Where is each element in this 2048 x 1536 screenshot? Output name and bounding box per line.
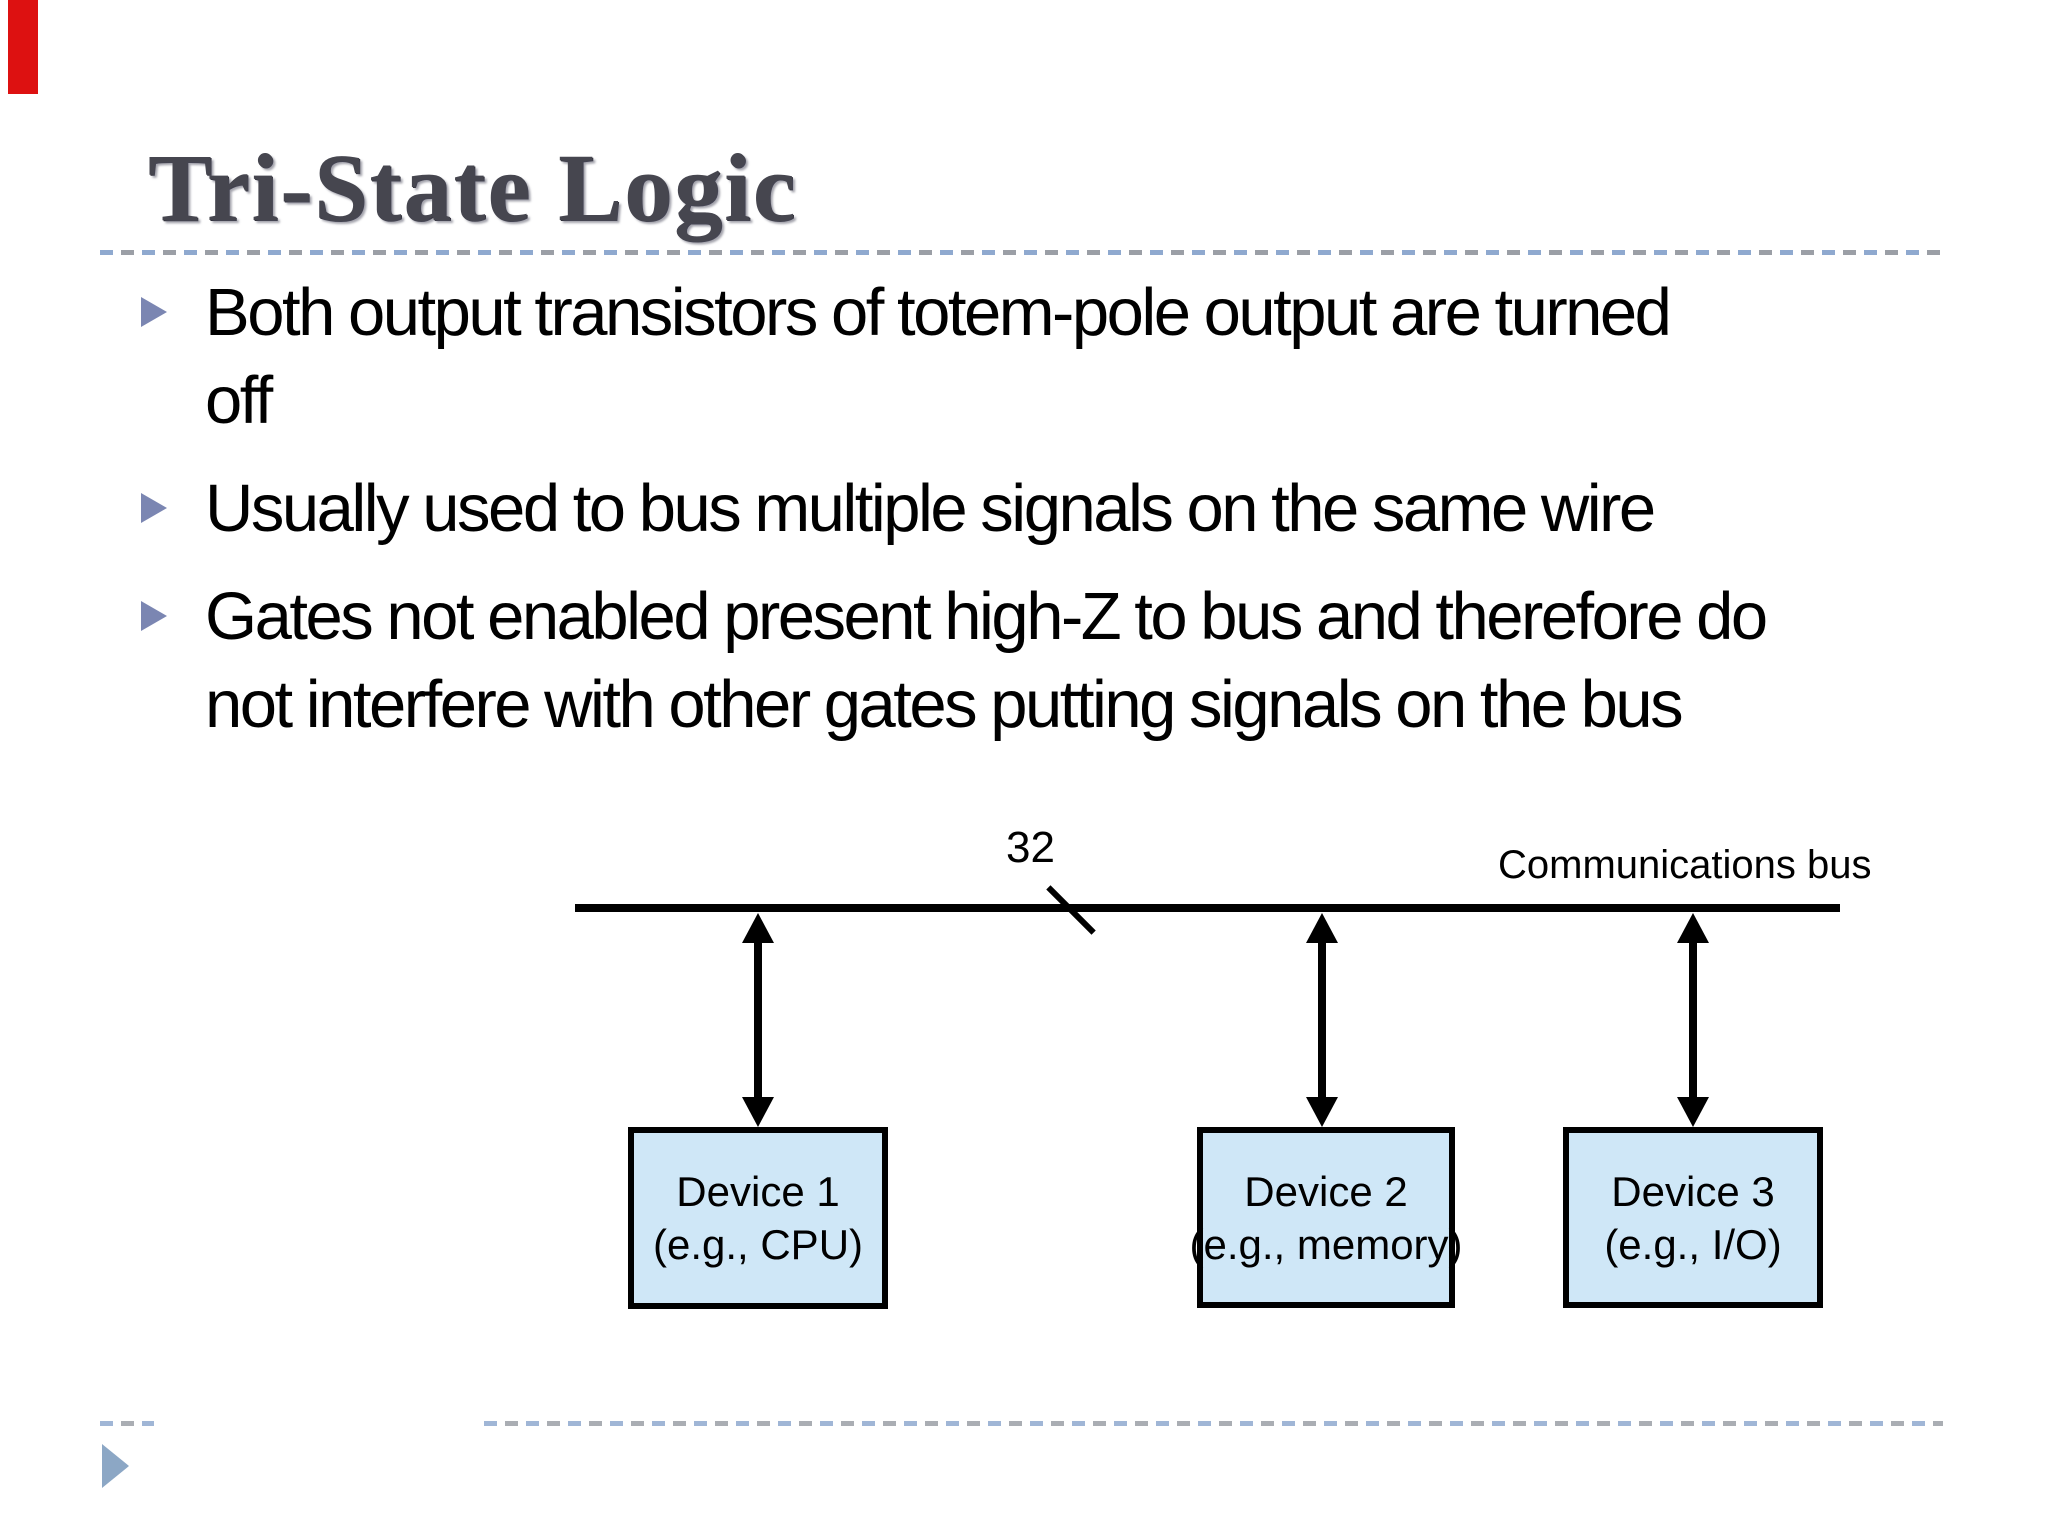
device-box-1: Device 1 (e.g., CPU) [628,1127,888,1309]
device-box-2: Device 2 (e.g., memory) [1189,1127,1463,1308]
device-name: Device 2 [1244,1167,1408,1215]
bullet-text-line: not interfere with other gates putting s… [205,667,1684,742]
bus-width-label: 32 [1006,823,1055,872]
bullet-text-line: Gates not enabled present high-Z to bus … [205,579,1768,654]
arrow-shaft [1689,938,1697,1101]
arrow-down-icon [1677,1097,1709,1127]
arrow-down-icon [742,1097,774,1127]
bullet-text-line: Usually used to bus multiple signals on … [205,471,1656,546]
footer-arrow-icon [102,1444,129,1488]
slide-title: Tri-State Logic [148,134,798,241]
bullet-item-1: Both output transistors of totem-pole ou… [141,269,2005,445]
bullet-item-3: Gates not enabled present high-Z to bus … [141,573,2005,749]
arrow-shaft [1318,938,1326,1101]
title-divider [100,250,1946,255]
arrow-down-icon [1306,1097,1338,1127]
bullet-arrow-icon [141,493,167,523]
device-example: (e.g., CPU) [652,1221,864,1268]
device-example: (e.g., memory) [1189,1220,1463,1268]
bullet-text-line: Both output transistors of totem-pole ou… [205,275,1672,350]
bullet-text-line: off [205,363,273,438]
bullet-item-2: Usually used to bus multiple signals on … [141,465,2005,553]
bullet-arrow-icon [141,297,167,327]
communications-bus-line [575,904,1840,912]
arrow-shaft [754,938,762,1101]
footer-divider-left [100,1421,154,1426]
bus-label: Communications bus [1498,843,1872,887]
red-accent-bar [8,0,38,94]
device-example: (e.g., I/O) [1604,1220,1782,1268]
device-box-3: Device 3 (e.g., I/O) [1563,1127,1823,1308]
device-name: Device 1 [676,1168,840,1215]
bullet-arrow-icon [141,601,167,631]
device-name: Device 3 [1611,1167,1775,1215]
bullet-list: Both output transistors of totem-pole ou… [141,269,2005,769]
footer-divider [484,1421,1943,1426]
